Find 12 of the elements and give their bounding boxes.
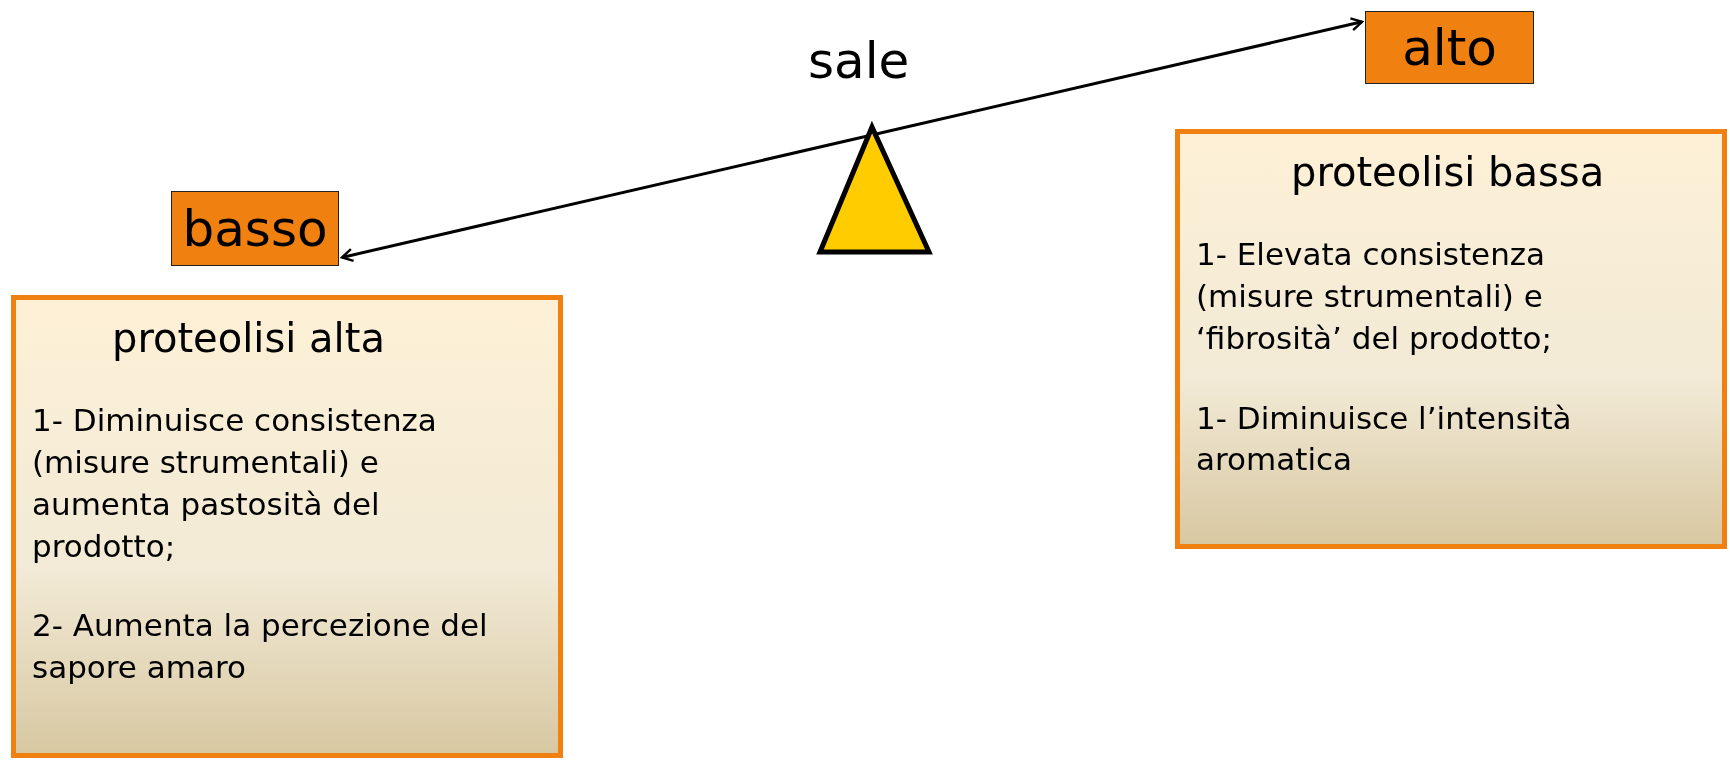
- axis-label: sale: [808, 36, 910, 86]
- panel-heading: proteolisi bassa: [1291, 148, 1605, 196]
- info-panel: [11, 295, 563, 758]
- info-panel: [1175, 129, 1727, 549]
- panel-text: 1- Elevata consistenza (misure strumentali) e ‘fibrosità’ del prodotto;: [1196, 235, 1553, 358]
- seesaw-arrow: [340, 17, 1364, 263]
- level-tag: alto: [1365, 11, 1534, 84]
- panel-text: 1- Diminuisce l’intensità aromatica: [1196, 398, 1573, 480]
- panel-heading: proteolisi alta: [112, 314, 385, 362]
- panel-text: 1- Diminuisce consistenza (misure strumentali) e aumenta pastosità del prodotto;: [32, 401, 438, 566]
- level-tag: basso: [171, 191, 339, 266]
- panel-text: 2- Aumenta la percezione del sapore amaro: [32, 606, 489, 688]
